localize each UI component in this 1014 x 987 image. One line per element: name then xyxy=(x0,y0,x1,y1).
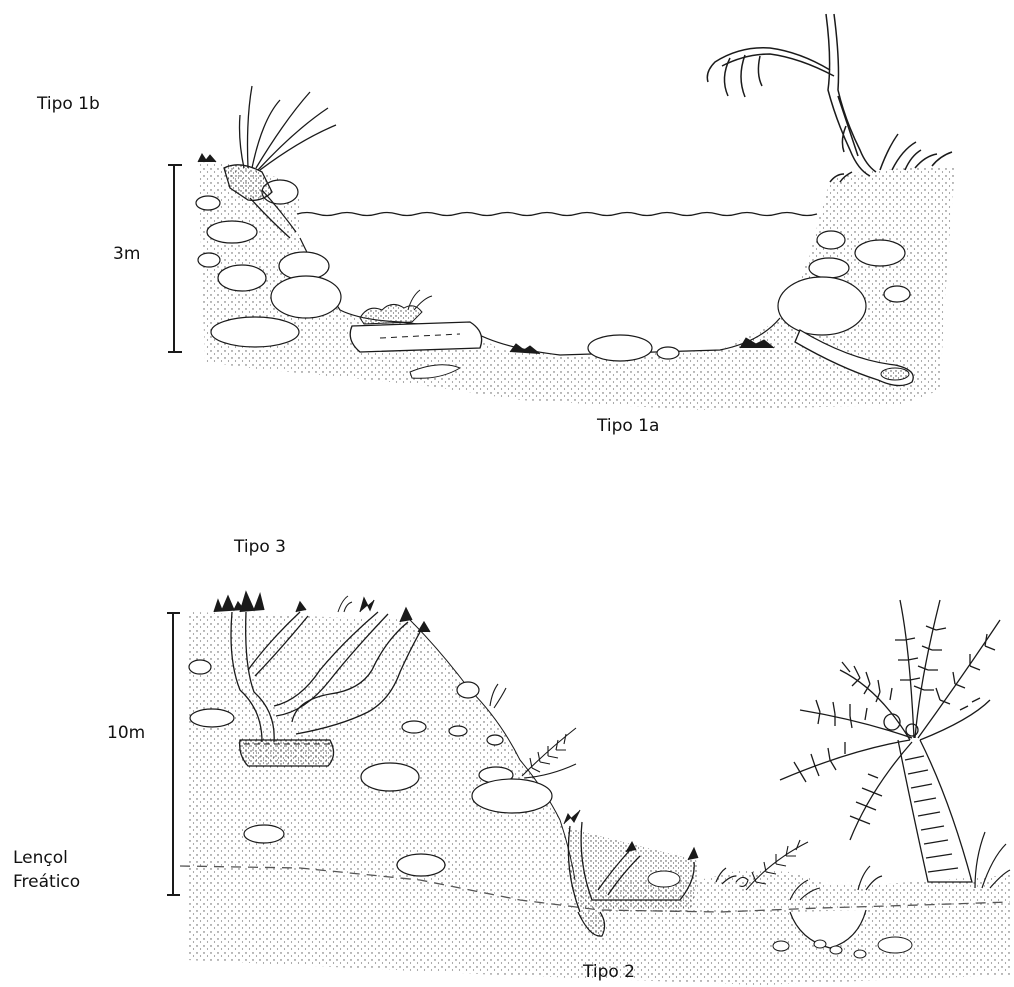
label-tipo-2: Tipo 2 xyxy=(583,962,635,982)
label-freatico: Freático xyxy=(13,872,80,892)
label-tipo-1b: Tipo 1b xyxy=(37,94,100,114)
label-tipo-3: Tipo 3 xyxy=(234,537,286,557)
label-tipo-1a: Tipo 1a xyxy=(597,416,659,436)
label-scale-10m: 10m xyxy=(107,723,145,743)
label-scale-3m: 3m xyxy=(113,244,140,264)
tree-top-right xyxy=(707,14,952,182)
pond-bottom-rocks xyxy=(588,335,679,361)
scale-bar-top xyxy=(168,165,182,352)
grass-tuft-left xyxy=(240,86,337,170)
scale-bar-bottom xyxy=(167,613,180,895)
bottom-cross-section xyxy=(167,592,1010,985)
top-cross-section xyxy=(168,14,955,410)
label-lencol: Lençol xyxy=(13,848,68,868)
water-surface xyxy=(297,213,817,216)
tree-fern xyxy=(780,600,1000,882)
